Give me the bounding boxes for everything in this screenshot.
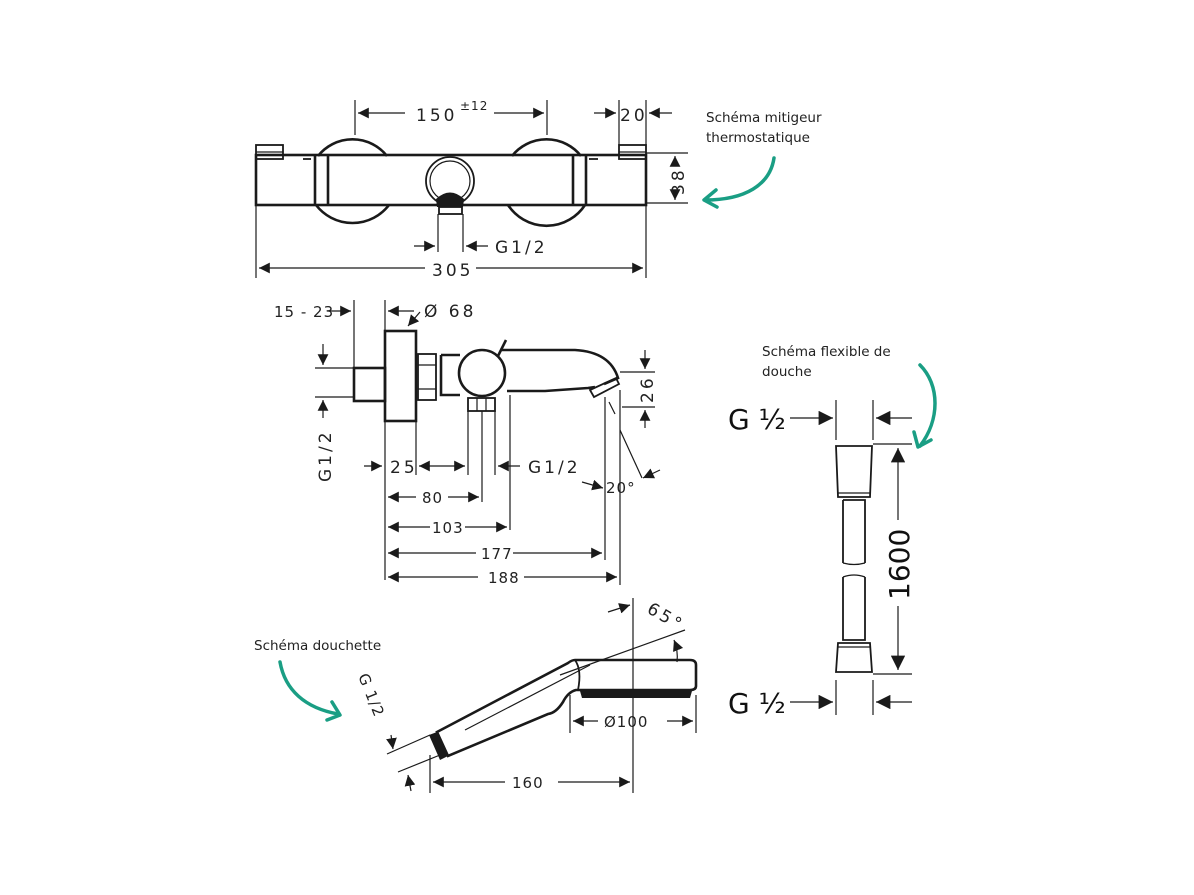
wall-flange (383, 329, 418, 423)
outlet-nut (467, 397, 496, 412)
teal-arrow-icon (278, 660, 340, 716)
hose-top-fitting (835, 445, 873, 498)
spout-bottom (507, 385, 596, 393)
handshower-length: 160 (512, 774, 544, 792)
annotation-handshower-text: Schéma douchette (254, 638, 381, 654)
dim-flange-diameter: Ø 68 (424, 302, 476, 322)
annotation-mixer-line1: Schéma mitigeur (706, 110, 822, 126)
teal-arrowhead-icon (912, 430, 933, 449)
hose-length: 1600 (883, 529, 916, 600)
body-neck (439, 353, 460, 397)
dim-total-width: 305 (432, 261, 473, 281)
dim-25: 25 (390, 458, 418, 478)
spout (500, 348, 620, 386)
knob-indicator (496, 339, 508, 357)
dim-cap-width: 20 (620, 106, 648, 126)
dim-wall-distance: 15 - 23 (274, 303, 334, 321)
teal-arrowhead-icon (325, 700, 342, 722)
mixer-front-view: 150 ±12 20 38 G1/2 305 (254, 99, 689, 281)
spout-aerator (588, 376, 621, 399)
wall-disc-left (316, 138, 389, 157)
annotation-mixer: Schéma mitigeur thermostatique (702, 110, 822, 209)
teal-arrow-icon (703, 156, 776, 202)
dim-inlet-thread: G1/2 (316, 429, 336, 482)
hose-top-thread: G ½ (728, 403, 786, 436)
handshower-thread-label: G 1/2 (354, 671, 388, 720)
dim-80: 80 (422, 489, 443, 507)
thermostat-knob (457, 348, 507, 398)
dim-outlet-thread: G1/2 (495, 238, 548, 258)
wall-disc-right (510, 138, 583, 157)
handshower-body (435, 658, 698, 758)
annotation-mixer-line2: thermostatique (706, 130, 810, 146)
handshower-angle: 65° (644, 599, 688, 636)
wall-inlet (352, 366, 387, 403)
dim-outlet-thread-side: G1/2 (528, 458, 581, 478)
dim-26: 26 (638, 375, 658, 403)
hose-upper-segment (842, 499, 866, 563)
annotation-hose-line2: douche (762, 364, 812, 380)
wall-disc-left-bottom (314, 204, 391, 225)
dim-188: 188 (488, 569, 520, 587)
hose-lower-segment (842, 577, 866, 641)
dim-body-height: 38 (669, 167, 689, 195)
annotation-hose-line1: Schéma flexible de (762, 344, 891, 360)
annotation-handshower: Schéma douchette (254, 638, 381, 722)
spray-face (580, 691, 692, 698)
annotation-hose: Schéma flexible de douche (762, 344, 937, 449)
dim-spray-angle: 20° (606, 479, 636, 497)
dim-center-tolerance: ±12 (460, 99, 488, 113)
teal-arrow-icon (918, 363, 937, 448)
hose-bottom-fitting (835, 642, 873, 673)
outlet-thread (438, 206, 463, 215)
hand-shower: 65° Ø100 160 G 1/2 (354, 598, 698, 793)
dim-103: 103 (432, 519, 464, 537)
teal-arrowhead-icon (702, 188, 719, 209)
hose-bottom-thread: G ½ (728, 687, 786, 720)
shower-hose: G ½ 1600 G ½ (728, 400, 916, 720)
wall-disc-right-bottom (506, 204, 587, 228)
handshower-diameter: Ø100 (604, 713, 648, 731)
mixer-side-view: 15 - 23 Ø 68 G1/2 25 G1/2 80 103 177 188 (274, 300, 661, 587)
dim-177: 177 (481, 545, 513, 563)
dim-center-distance: 150 (416, 106, 457, 126)
outlet-nut (436, 192, 464, 207)
nut (417, 353, 437, 401)
handshower-thread (429, 732, 448, 760)
